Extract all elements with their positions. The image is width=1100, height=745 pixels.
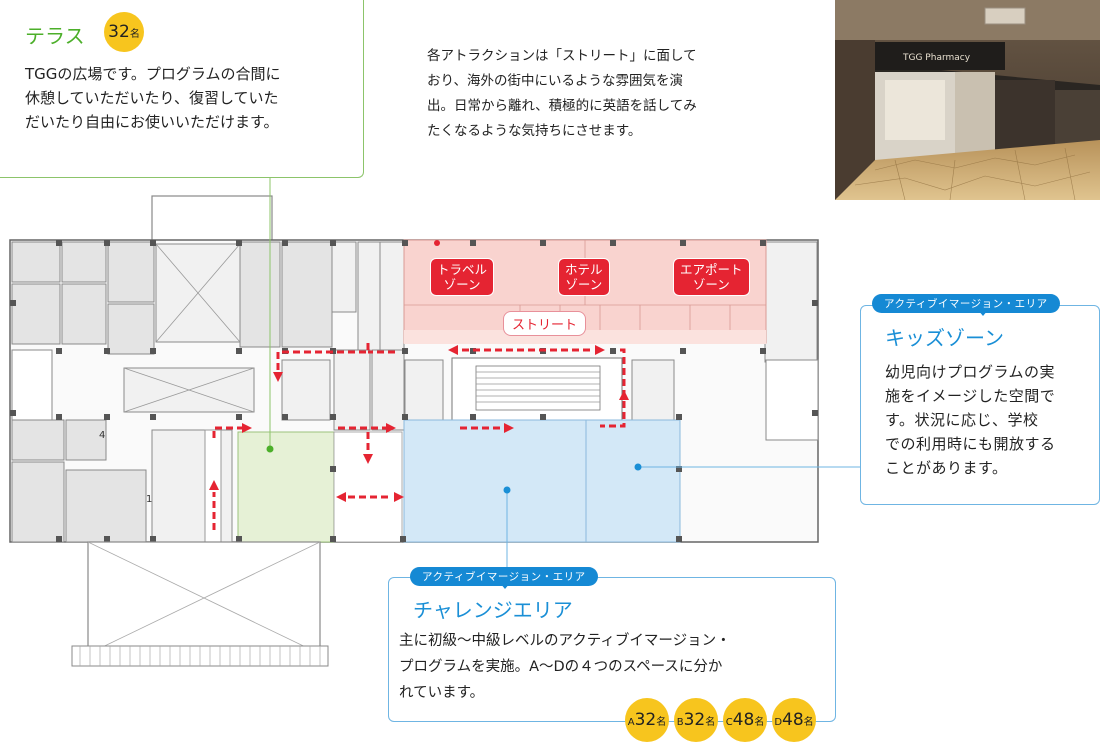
zone-street[interactable]: ストリート <box>503 311 587 336</box>
zone-hotel-line1: ホテル <box>565 262 603 277</box>
kids-card: キッズゾーン 幼児向けプログラムの実 施をイメージした空間で す。状況に応じ、学… <box>860 305 1100 505</box>
space-d-num: 48 <box>782 710 804 730</box>
space-b-num: 32 <box>683 710 706 730</box>
terrace-desc-line: TGGの広場です。プログラムの合間に <box>25 65 281 83</box>
challenge-tag-pointer <box>500 583 510 589</box>
kids-desc-line: での利用時にも開放する <box>885 435 1056 453</box>
kids-description: 幼児向けプログラムの実 施をイメージした空間で す。状況に応じ、学校 での利用時… <box>885 360 1097 480</box>
zone-travel[interactable]: トラベル ゾーン <box>430 258 495 296</box>
space-b-letter: B <box>676 717 684 728</box>
space-d-letter: D <box>774 717 783 728</box>
challenge-title: チャレンジエリア <box>413 598 573 622</box>
terrace-card: テラス 32名 TGGの広場です。プログラムの合間に 休憩していただいたり、復習… <box>0 0 364 178</box>
space-b-unit: 名 <box>705 717 716 728</box>
space-c-num: 48 <box>732 710 755 730</box>
space-c-capacity: C48名 <box>723 698 767 742</box>
space-a-letter: A <box>627 717 635 728</box>
intro-line: 各アトラクションは「ストリート」に面して <box>427 48 697 64</box>
street-photo: TGG Pharmacy <box>835 0 1100 200</box>
intro-line: おり、海外の街中にいるような雰囲気を演 <box>427 73 683 89</box>
terrace-desc-line: 休憩していただいたり、復習していた <box>25 89 279 107</box>
room-number-4: 4 <box>99 430 106 441</box>
terrace-capacity-badge: 32名 <box>104 12 144 52</box>
zone-airport[interactable]: エアポート ゾーン <box>673 258 750 296</box>
kids-tag-pointer <box>978 310 988 316</box>
zone-airport-line2: ゾーン <box>692 277 730 292</box>
terrace-capacity-num: 32 <box>108 22 130 42</box>
challenge-area-tag: アクティブイマージョン・エリア <box>410 567 598 586</box>
kids-area-tag: アクティブイマージョン・エリア <box>872 294 1060 313</box>
space-a-unit: 名 <box>656 717 667 728</box>
street-photo-image: TGG Pharmacy <box>835 0 1100 200</box>
terrace-description: TGGの広場です。プログラムの合間に 休憩していただいたり、復習していた だいた… <box>25 62 355 134</box>
intro-line: たくなるような気持ちにさせます。 <box>427 123 642 139</box>
intro-text: 各アトラクションは「ストリート」に面して おり、海外の街中にいるような雰囲気を演… <box>427 44 757 144</box>
kids-title: キッズゾーン <box>885 326 1004 350</box>
challenge-card: チャレンジエリア 主に初級～中級レベルのアクティブイマージョン・ プログラムを実… <box>388 577 836 722</box>
space-d-capacity: D48名 <box>772 698 816 742</box>
intro-line: 出。日常から離れ、積極的に英語を話してみ <box>427 98 697 114</box>
space-b-capacity: B32名 <box>674 698 718 742</box>
challenge-desc-line: プログラムを実施。A～Dの４つのスペースに分か <box>399 659 723 675</box>
kids-desc-line: 施をイメージした空間で <box>885 387 1056 405</box>
space-c-letter: C <box>725 717 733 728</box>
room-number-1: 1 <box>146 494 153 505</box>
challenge-description: 主に初級～中級レベルのアクティブイマージョン・ プログラムを実施。A～Dの４つの… <box>399 628 833 706</box>
space-a-num: 32 <box>634 710 657 730</box>
kids-desc-line: す。状況に応じ、学校 <box>885 411 1039 429</box>
challenge-desc-line: れています。 <box>399 685 485 701</box>
photo-sign-text: TGG Pharmacy <box>902 53 971 63</box>
zone-travel-line1: トラベル <box>437 262 488 277</box>
space-a-capacity: A32名 <box>625 698 669 742</box>
zone-hotel-line2: ゾーン <box>565 277 603 292</box>
zone-travel-line2: ゾーン <box>443 277 481 292</box>
terrace-capacity-unit: 名 <box>129 29 140 40</box>
kids-desc-line: 幼児向けプログラムの実 <box>885 363 1056 381</box>
space-d-unit: 名 <box>803 717 814 728</box>
zone-hotel[interactable]: ホテル ゾーン <box>558 258 610 296</box>
terrace-desc-line: だいたり自由にお使いいただけます。 <box>25 113 279 131</box>
kids-desc-line: ことがあります。 <box>885 459 1008 477</box>
space-c-unit: 名 <box>754 717 765 728</box>
zone-airport-line1: エアポート <box>680 262 743 277</box>
terrace-title: テラス <box>25 24 85 48</box>
challenge-desc-line: 主に初級～中級レベルのアクティブイマージョン・ <box>399 633 731 649</box>
